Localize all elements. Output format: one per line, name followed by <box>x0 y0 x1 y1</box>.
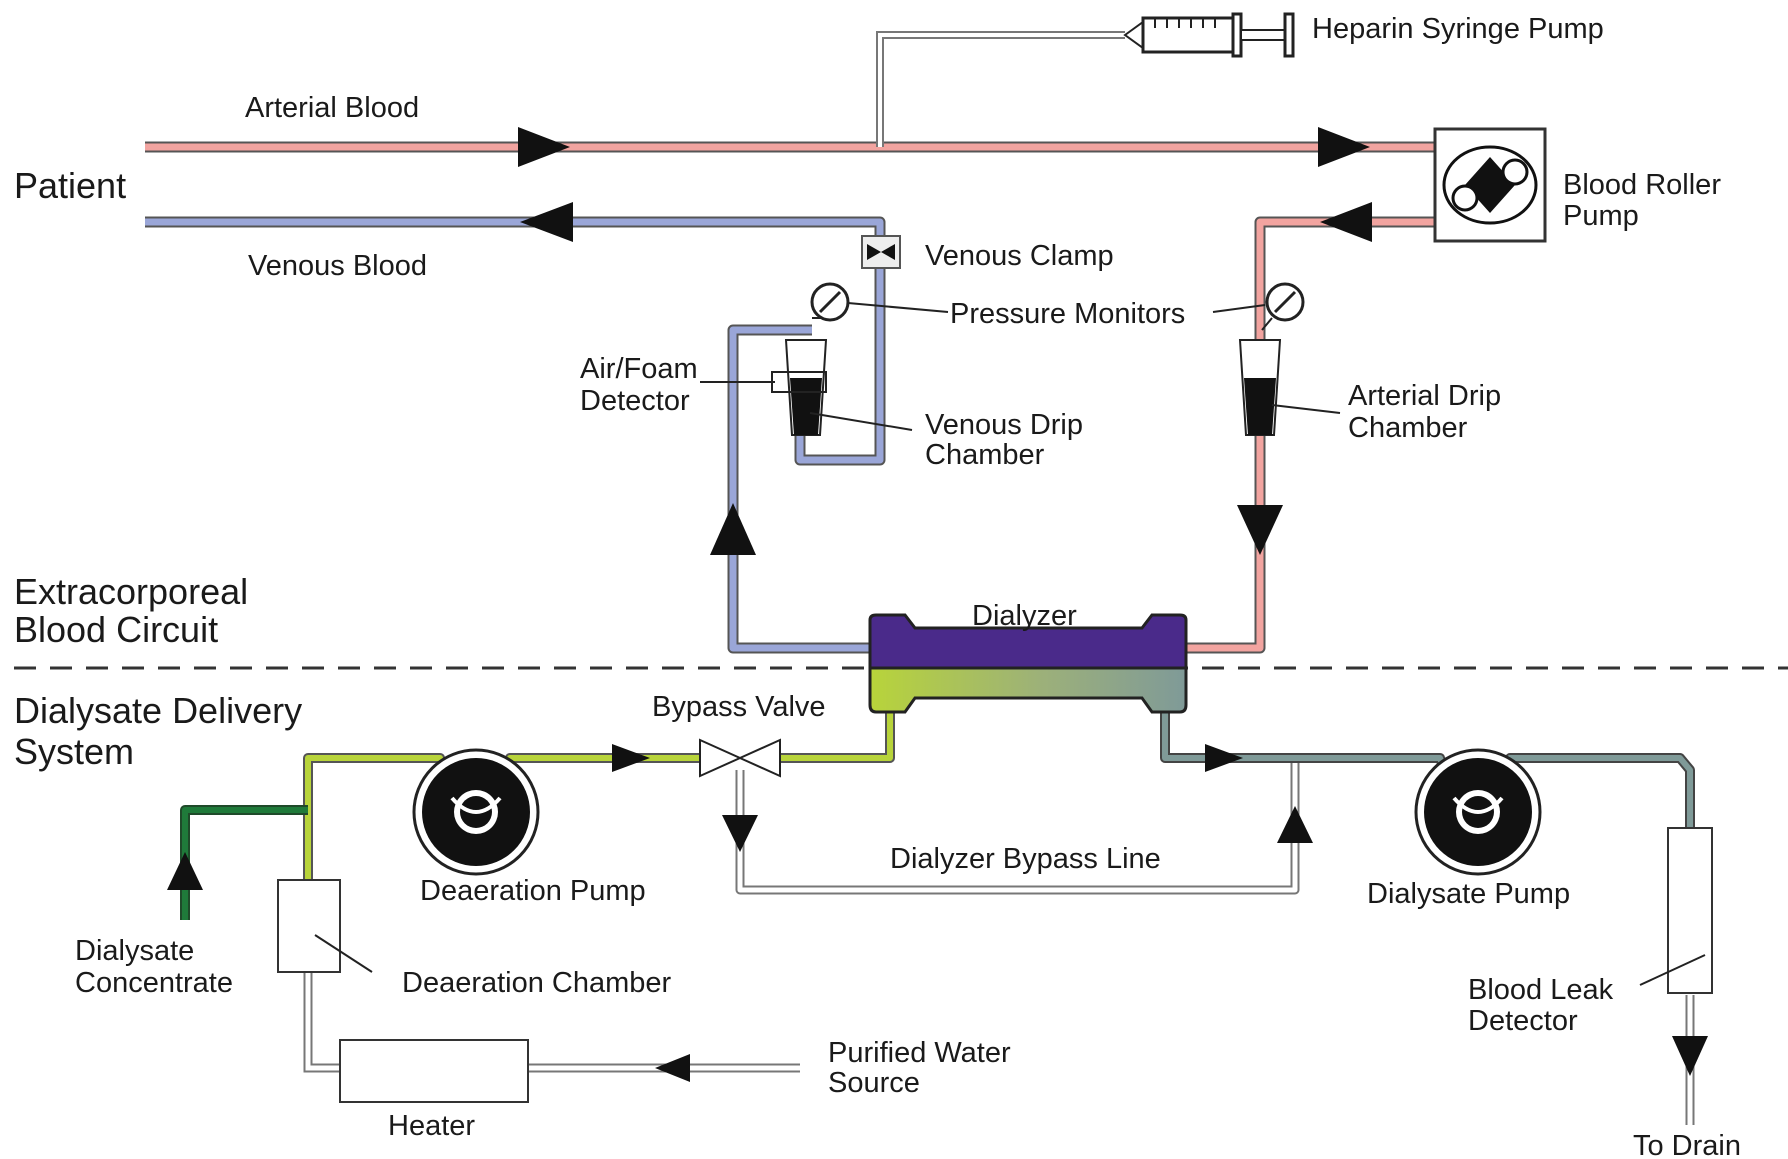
arrow-down-icon <box>1672 1036 1708 1076</box>
air-foam-detector-label-1: Air/Foam <box>580 353 698 385</box>
arrow-up-icon <box>1277 806 1313 843</box>
arrow-left-icon <box>520 202 573 242</box>
leader-lines <box>700 302 1341 431</box>
heater-box <box>339 1039 529 1103</box>
venous-clamp-icon <box>861 235 901 269</box>
deaeration-chamber-label: Deaeration Chamber <box>402 967 672 999</box>
venous-blood-label: Venous Blood <box>248 250 427 282</box>
deaeration-pump-icon <box>412 748 540 876</box>
deaeration-pump-label: Deaeration Pump <box>420 875 646 907</box>
arrow-right-icon <box>1205 744 1243 772</box>
arrow-up-icon <box>167 852 203 890</box>
roller-pump-icon <box>1433 127 1547 243</box>
arrow-left-icon <box>1320 202 1372 242</box>
patient-section-label: Patient <box>14 165 126 206</box>
pressure-gauge-icon <box>810 282 850 322</box>
venous-clamp-label: Venous Clamp <box>925 240 1114 272</box>
dialyzer-label: Dialyzer <box>972 600 1077 632</box>
heparin-syringe-pump-label: Heparin Syringe Pump <box>1312 13 1604 45</box>
arrow-right-icon <box>612 744 650 772</box>
purified-water-source-label-2: Source <box>828 1067 920 1099</box>
blood-leak-detector-label-2: Detector <box>1468 1005 1578 1037</box>
venous-line <box>145 216 886 654</box>
blood-leak-detector-icon <box>1639 827 1713 994</box>
syringe-icon <box>1123 12 1295 58</box>
bypass-valve-label: Bypass Valve <box>652 691 826 723</box>
venous-drip-chamber-label-2: Chamber <box>925 439 1045 471</box>
arrow-right-icon <box>1318 127 1370 167</box>
extracorporeal-section-label-1: Extracorporeal <box>14 571 248 612</box>
dialysate-fresh-line <box>303 700 895 880</box>
dialysate-section-label-1: Dialysate Delivery <box>14 690 302 731</box>
air-foam-detector-label-2: Detector <box>580 385 690 417</box>
dialyzer-icon <box>868 613 1188 714</box>
dialyzer-bypass-line-label: Dialyzer Bypass Line <box>890 843 1161 875</box>
arrow-down-icon <box>1237 505 1283 555</box>
venous-drip-chamber-label-1: Venous Drip <box>925 409 1083 441</box>
purified-water-source-label-1: Purified Water <box>828 1037 1011 1069</box>
heparin-line <box>876 31 1125 147</box>
arterial-blood-label: Arterial Blood <box>245 92 419 124</box>
deaeration-chamber-icon <box>277 879 373 973</box>
dialysate-concentrate-label-1: Dialysate <box>75 935 194 967</box>
dialysate-section-label-2: System <box>14 731 134 772</box>
heater-label: Heater <box>388 1110 475 1142</box>
dialysate-concentrate-label-2: Concentrate <box>75 967 233 999</box>
water-lines <box>303 972 800 1073</box>
pressure-monitors-label: Pressure Monitors <box>950 298 1185 330</box>
arterial-drip-chamber-icon <box>1238 339 1282 436</box>
blood-roller-pump-label-2: Pump <box>1563 200 1639 232</box>
arrow-right-icon <box>518 127 570 167</box>
arrow-left-icon <box>655 1054 690 1082</box>
arterial-drip-chamber-label-2: Chamber <box>1348 412 1468 444</box>
pressure-gauge-icon <box>1261 282 1305 331</box>
extracorporeal-section-label-2: Blood Circuit <box>14 609 218 650</box>
arterial-drip-chamber-label-1: Arterial Drip <box>1348 380 1501 412</box>
bypass-valve-icon <box>699 738 781 778</box>
arrow-down-icon <box>722 815 758 852</box>
venous-drip-chamber-icon <box>771 339 828 436</box>
to-drain-label: To Drain <box>1633 1130 1741 1159</box>
arrow-up-icon <box>710 503 756 555</box>
flow-arrows <box>167 127 1708 1082</box>
blood-leak-detector-label-1: Blood Leak <box>1468 974 1614 1006</box>
dialysate-pump-label: Dialysate Pump <box>1367 878 1570 910</box>
blood-roller-pump-label-1: Blood Roller <box>1563 169 1721 201</box>
dialysate-pump-icon <box>1414 748 1542 876</box>
